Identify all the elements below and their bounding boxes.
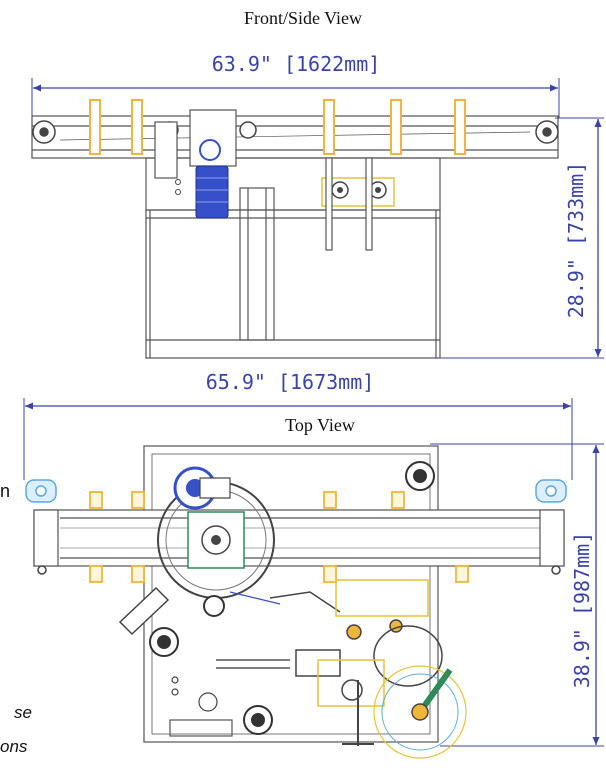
top-bracket-5 [89, 565, 103, 583]
front-guide-brackets [89, 99, 466, 155]
top-left-arm [118, 586, 170, 636]
front-dim-label-bg [178, 50, 408, 78]
front-applicator [321, 157, 395, 251]
top-left-arm-icon [118, 586, 170, 636]
front-motor-icon [195, 165, 229, 219]
top-applicator [216, 579, 467, 759]
front-bracket-1 [89, 99, 101, 155]
front-width-label: 63.9" [1622mm] [212, 52, 381, 76]
top-guide-brackets [89, 491, 469, 583]
applicator-plate-top [335, 579, 429, 617]
top-conveyor-bed [33, 509, 565, 567]
top-casters [25, 479, 567, 575]
front-height-label: 28.9" [733mm] [564, 162, 588, 319]
front-applicator-arm-2 [365, 157, 373, 251]
front-bracket-5 [454, 99, 466, 155]
front-motor-assembly [154, 109, 237, 219]
top-conveyor [33, 509, 565, 567]
front-stand [145, 157, 441, 359]
front-side-view: Front/Side View 63.9" [1622mm] 28.9" [73… [31, 8, 604, 359]
applicator-disc-icon [373, 625, 443, 687]
top-left-end-roller [33, 509, 59, 567]
top-bracket-2 [131, 491, 145, 509]
top-bracket-3 [323, 491, 337, 509]
front-bracket-4 [390, 99, 402, 155]
front-end-rollers [32, 120, 559, 144]
front-applicator-arm-1 [325, 157, 333, 251]
top-small-roller [203, 595, 225, 617]
cutoff-text-left: n [0, 481, 10, 501]
top-bracket-7 [323, 565, 337, 583]
top-rollers [149, 461, 435, 735]
top-right-end-roller [539, 509, 565, 567]
top-bracket-4 [391, 491, 405, 509]
front-lower-frame [145, 209, 441, 359]
applicator-linkage-1 [269, 591, 341, 613]
front-view-title: Front/Side View [244, 8, 362, 28]
front-right-roller-hub [542, 127, 552, 137]
top-view-title: Top View [285, 415, 355, 435]
top-bracket-1 [89, 491, 103, 509]
top-holes [171, 676, 218, 712]
front-height-dimension: 28.9" [733mm] [440, 117, 604, 359]
front-conveyor-bed [31, 115, 559, 159]
top-height-label: 38.9" [987mm] [570, 532, 594, 689]
cutoff-text-bottom-1: se [14, 703, 32, 722]
front-left-roller-hub [39, 127, 49, 137]
front-conveyor [31, 115, 559, 159]
top-bracket-6 [131, 565, 145, 583]
top-width-dimension: 65.9" [1673mm] [23, 366, 573, 480]
top-width-label: 65.9" [1673mm] [206, 370, 375, 394]
front-gear-icon [199, 139, 221, 161]
front-hdim-label-bg [560, 140, 590, 350]
top-dim-label-bg [172, 366, 408, 396]
top-turntable [157, 481, 275, 599]
front-bracket-2 [131, 99, 143, 155]
top-motor [173, 466, 231, 510]
top-outer-frame [143, 445, 439, 743]
top-bracket-8 [455, 565, 469, 583]
front-regulator [154, 121, 178, 179]
front-center-post [239, 187, 275, 341]
front-idler-roller-2 [239, 121, 257, 139]
front-width-dimension: 63.9" [1622mm] [31, 50, 560, 118]
front-bracket-3 [323, 99, 335, 155]
top-hdim-label-bg [566, 500, 594, 720]
top-height-dimension: 38.9" [987mm] [430, 443, 604, 747]
top-view: 65.9" [1673mm] Top View 38.9" [987mm] [23, 366, 604, 759]
top-base-plate [169, 719, 233, 737]
cutoff-text-bottom-2: ons [0, 737, 28, 756]
tamp-sweep-circle-icon [373, 665, 467, 759]
